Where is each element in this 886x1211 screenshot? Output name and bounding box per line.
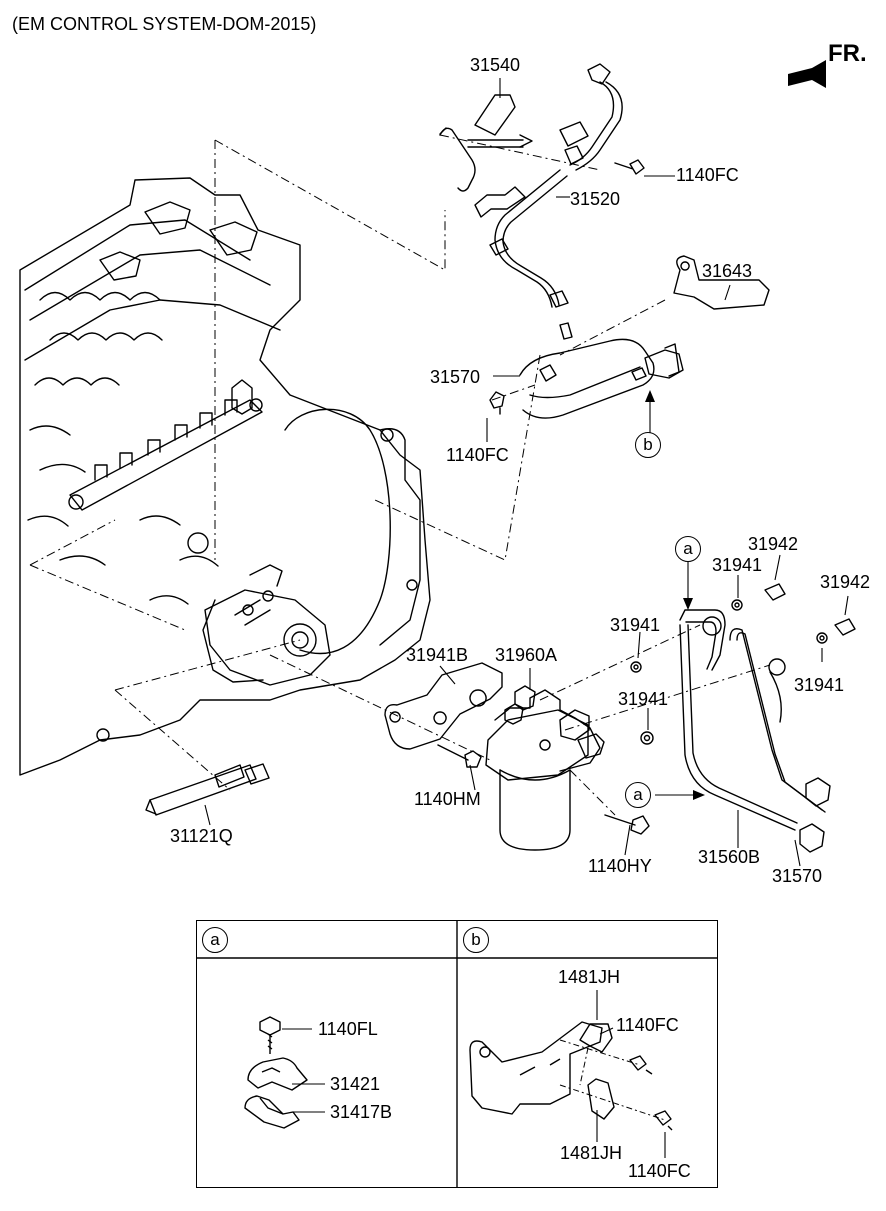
detail-a-label-1140fl: 1140FL [318,1019,378,1039]
detail-a-key: a [202,927,228,953]
filter-bracket-31941b [384,662,503,750]
engine-block [19,177,431,776]
fuel-filter-assembly [485,685,605,851]
part-label-31570: 31570 [430,367,481,387]
detail-a-label-31421: 31421 [330,1074,381,1094]
assembly-lines [29,134,771,816]
bracket-31643 [673,255,770,310]
detail-b-key: b [463,927,489,953]
detail-b-parts [469,1021,673,1131]
detail-a-label-31417b: 31417B [330,1102,393,1122]
part-label-31941: 31941 [794,675,845,695]
front-direction-label: FR. [828,40,867,67]
detail-table-frame [196,920,718,1188]
part-label-31643: 31643 [702,261,753,281]
detail-b-leaders [282,990,666,1158]
fuel-pipes-right [679,609,831,853]
bolts-and-washers [437,159,856,835]
injector-31121q [145,763,270,816]
arrowheads [645,390,705,800]
part-label-31570: 31570 [772,866,823,886]
detail-a-parts [244,1016,308,1129]
detail-b-dashes [559,1039,666,1121]
front-direction-arrow [788,60,826,88]
callout-a: a [675,536,701,562]
part-label-31941b: 31941B [406,645,469,665]
fuel-line-assembly-top [439,63,623,340]
part-label-31941: 31941 [618,689,669,709]
detail-b-label-1481jh: 1481JH [558,967,621,987]
part-label-31941: 31941 [712,555,763,575]
detail-b-label-1140fc: 1140FC [616,1015,679,1035]
detail-b-label-1140fc: 1140FC [628,1161,691,1181]
leader-lines [204,78,849,867]
callout-b: b [635,432,661,458]
part-label-1140hm: 1140HM [414,789,481,809]
detail-b-label-1481jh: 1481JH [560,1143,623,1163]
part-label-31942: 31942 [820,572,871,592]
detail-table [196,920,718,1188]
part-label-31941: 31941 [610,615,661,635]
part-label-31520: 31520 [570,189,621,209]
part-label-31540: 31540 [470,55,521,75]
callout-a: a [625,782,651,808]
part-label-31960a: 31960A [495,645,558,665]
part-label-31560b: 31560B [698,847,761,867]
part-label-31942: 31942 [748,534,799,554]
part-label-1140hy: 1140HY [588,856,652,876]
part-label-31121q: 31121Q [170,826,233,846]
part-label-1140fc: 1140FC [446,445,509,465]
diagram-title: (EM CONTROL SYSTEM-DOM-2015) [12,14,317,34]
part-label-1140fc: 1140FC [676,165,739,185]
fuel-return-line-mid [519,338,684,419]
